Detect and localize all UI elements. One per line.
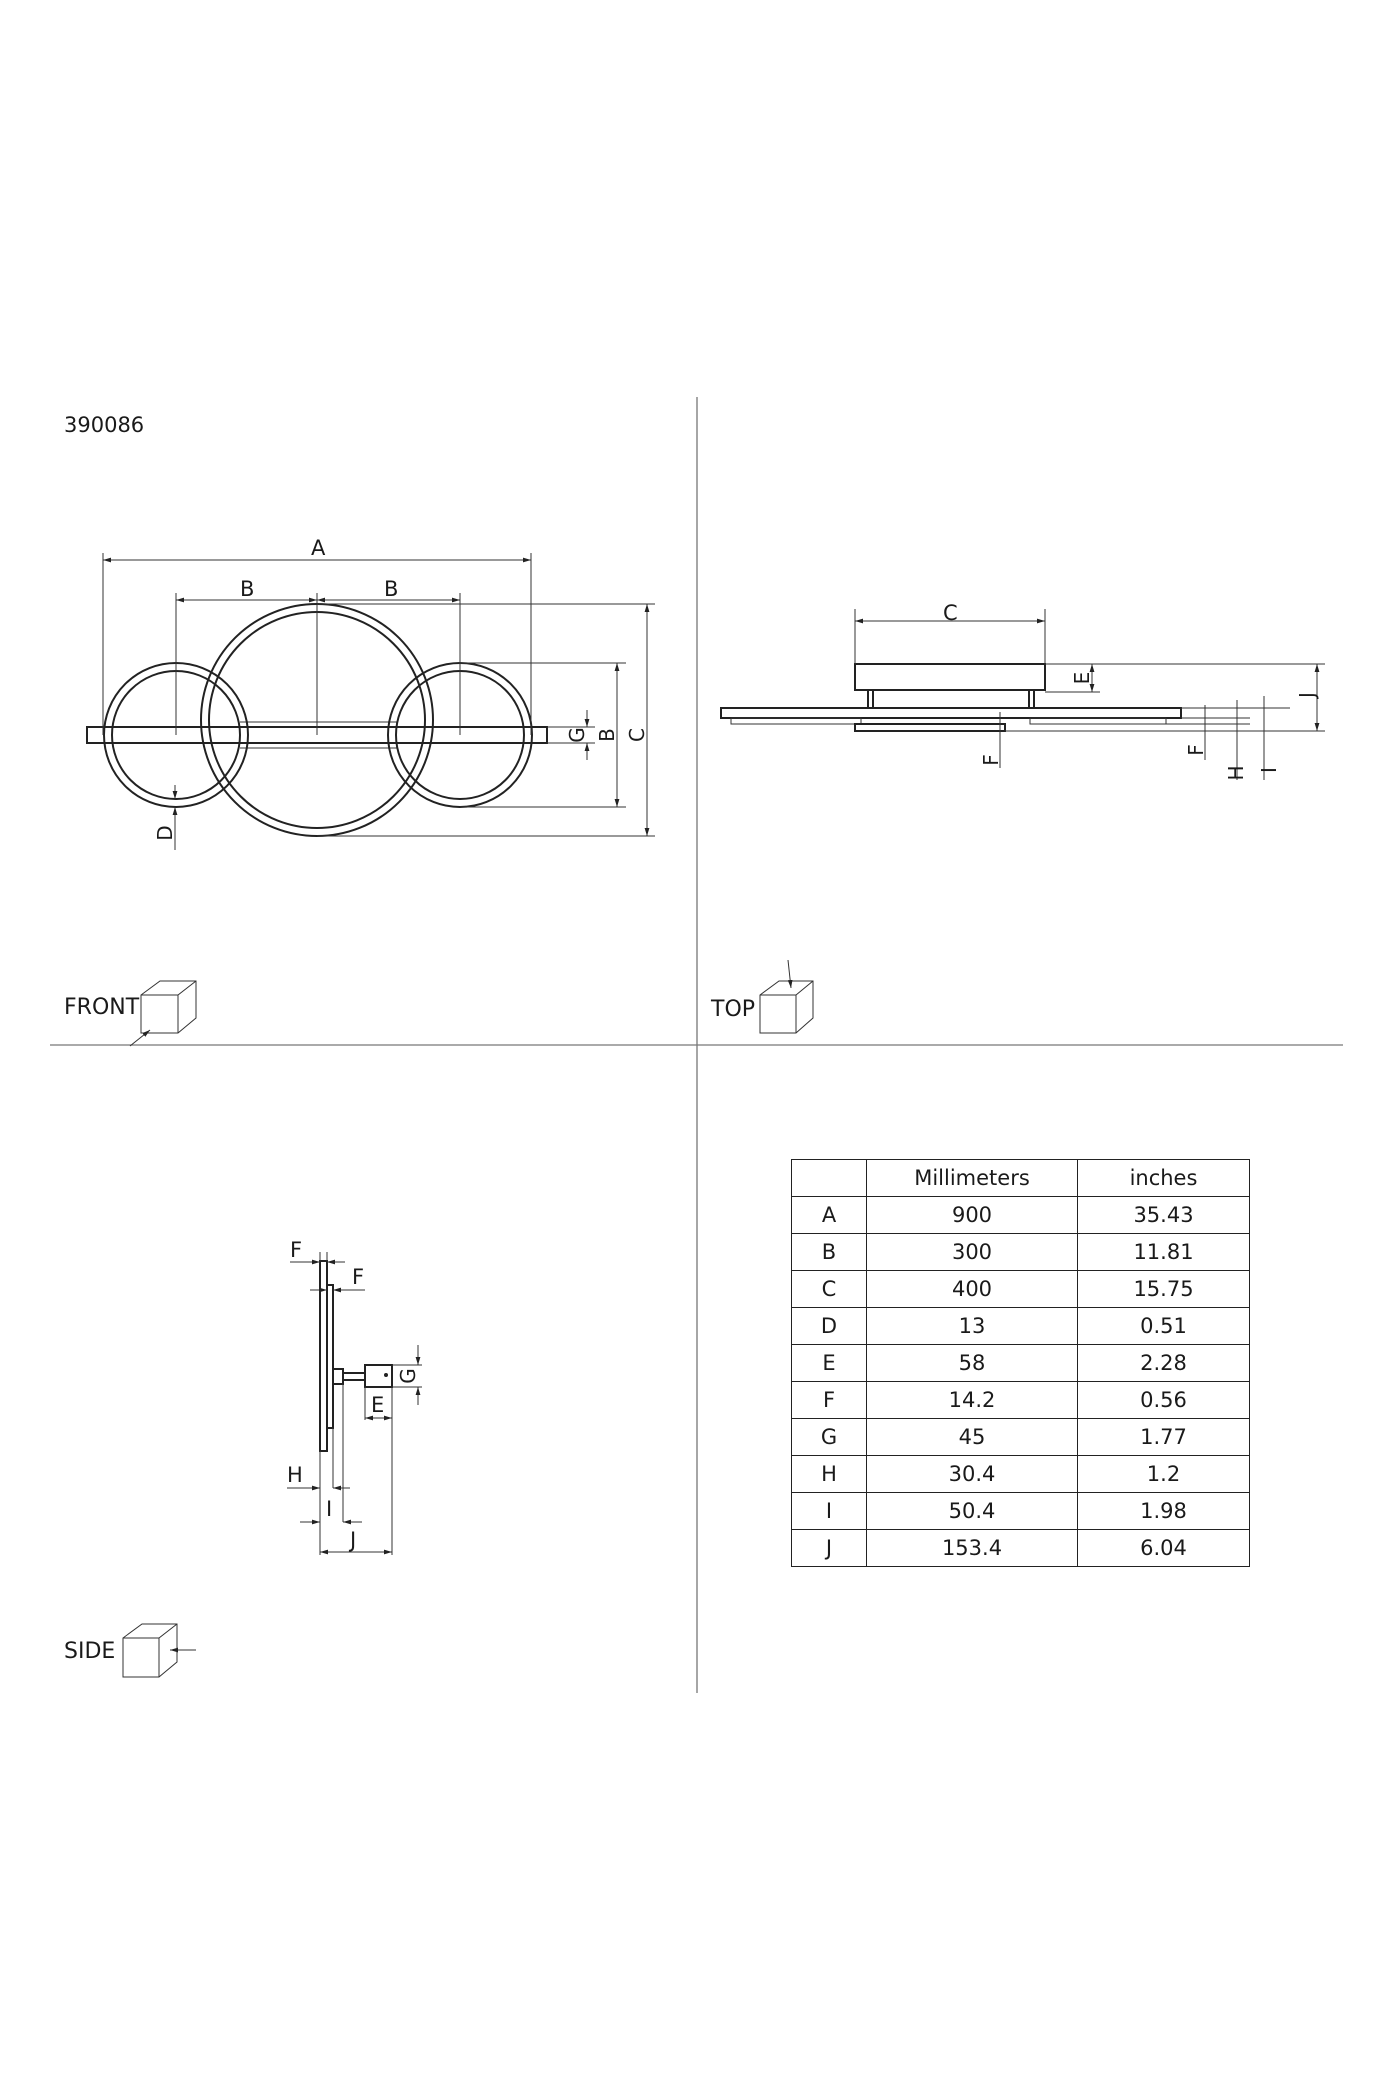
svg-text:E: E <box>371 1393 384 1417</box>
top-view: C E J F H I F <box>720 601 1325 781</box>
front-view-cube-icon <box>129 980 197 1047</box>
header-inches: inches <box>1077 1159 1250 1197</box>
svg-text:F: F <box>1184 744 1208 756</box>
top-canopy <box>854 663 1046 691</box>
view-label-side: SIDE <box>64 1639 115 1664</box>
svg-text:I: I <box>1257 767 1281 773</box>
svg-text:F: F <box>979 754 1003 766</box>
svg-text:B: B <box>240 577 254 601</box>
svg-text:G: G <box>565 727 589 743</box>
svg-text:E: E <box>1070 672 1094 685</box>
table-header-row: Millimeters inches <box>791 1159 1250 1197</box>
view-label-top: TOP <box>710 997 755 1022</box>
svg-text:B: B <box>384 577 398 601</box>
svg-text:I: I <box>326 1497 332 1521</box>
svg-text:J: J <box>348 1528 356 1552</box>
svg-text:G: G <box>396 1368 420 1384</box>
side-canopy <box>364 1364 393 1388</box>
svg-text:C: C <box>625 728 649 742</box>
svg-text:B: B <box>595 728 619 742</box>
svg-text:F: F <box>290 1238 302 1262</box>
svg-text:J: J <box>1295 692 1319 700</box>
product-code: 390086 <box>64 413 144 437</box>
top-view-cube-icon <box>759 959 814 1034</box>
view-label-front: FRONT <box>64 995 140 1020</box>
side-view-cube-icon <box>122 1623 196 1678</box>
front-view: A B B C B G D <box>86 536 655 850</box>
top-plate <box>720 707 1182 719</box>
svg-text:H: H <box>1224 765 1248 780</box>
side-view: F F G E H I J <box>287 1238 422 1555</box>
svg-text:C: C <box>943 601 958 625</box>
dim-label-a: A <box>311 536 326 560</box>
header-millimeters: Millimeters <box>866 1159 1078 1197</box>
svg-text:H: H <box>287 1463 303 1487</box>
svg-text:F: F <box>352 1265 364 1289</box>
svg-text:D: D <box>153 825 177 840</box>
